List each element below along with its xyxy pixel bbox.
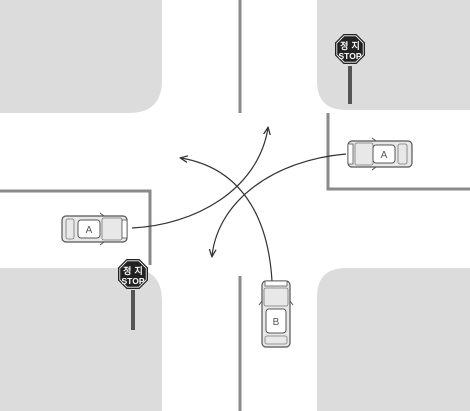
block-bottom-right [317,268,470,411]
stop-sign-top-korean: 정 지 [340,40,360,52]
car-a-left-label: A [86,225,93,236]
car-b-bottom: B [258,280,294,348]
arrow-left-car-to-north [131,128,268,229]
stop-sign-bottom-english: STOP [122,276,145,286]
stop-sign-top-english: STOP [339,51,362,61]
stop-sign-bottom-korean: 정 지 [123,265,143,277]
block-top-left [0,0,162,113]
car-a-left: A [61,212,128,246]
arrow-bottom-car-to-west [181,158,273,282]
left-stop-line [0,189,152,265]
car-b-bottom-label: B [273,317,280,328]
block-bottom-left [0,268,162,411]
car-a-right: A [347,137,413,171]
arrow-right-car-to-south [212,153,347,256]
car-a-right-label: A [381,150,388,161]
stop-sign-bottom: 정 지 STOP [118,259,148,330]
block-top-right [317,0,470,110]
right-stop-line [326,113,470,191]
stop-sign-top: 정 지 STOP [335,34,365,104]
